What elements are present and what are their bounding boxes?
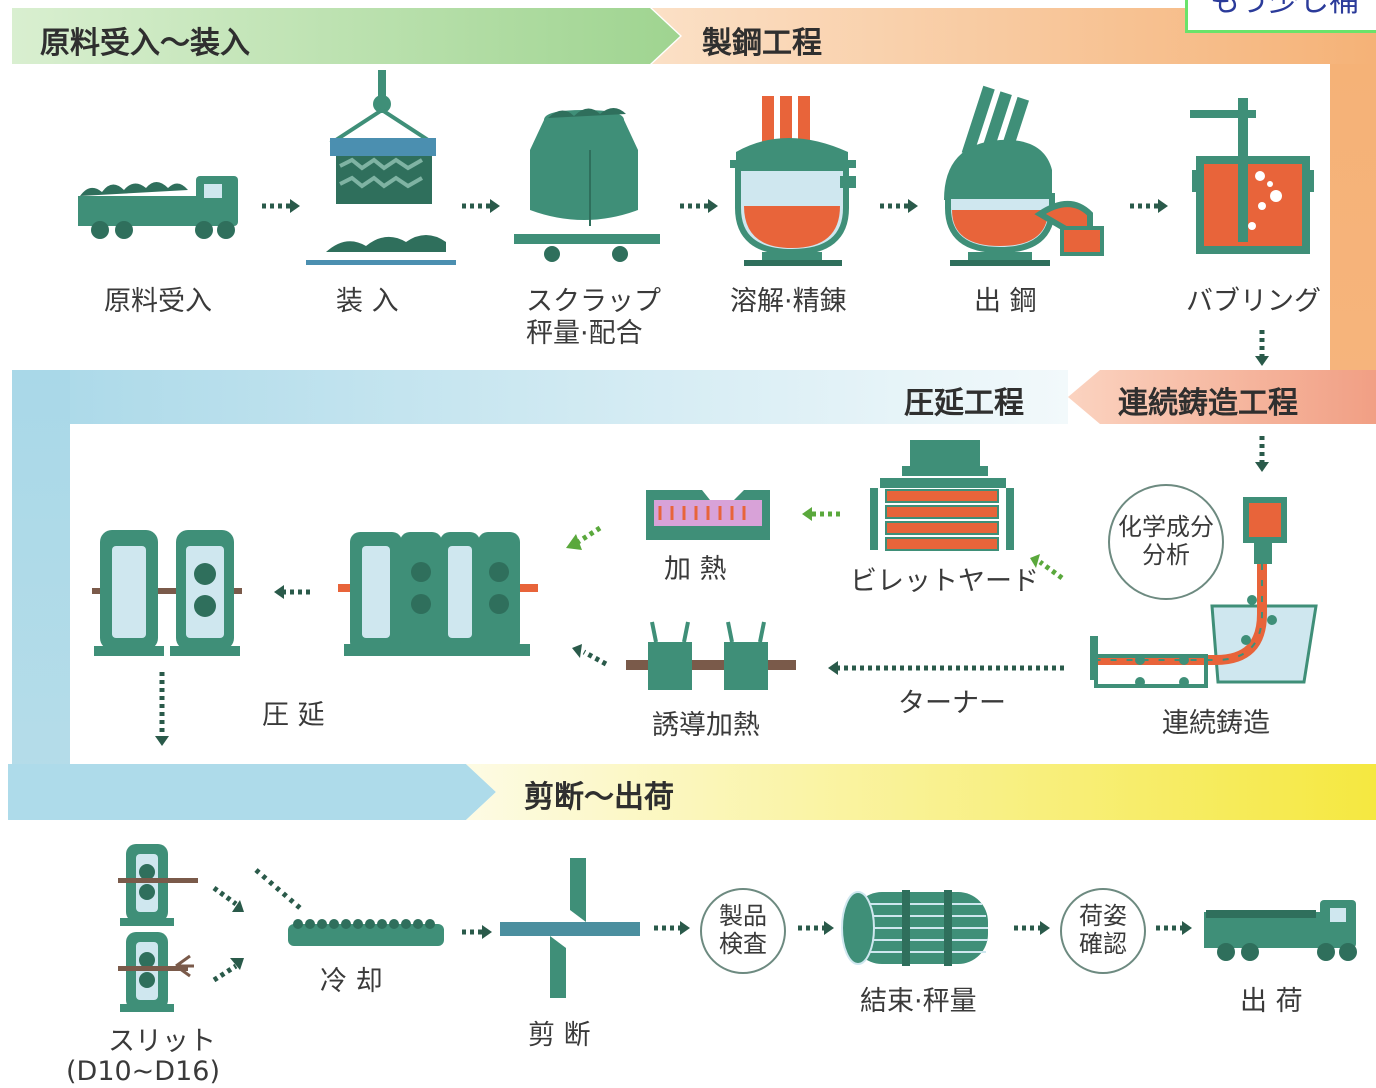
corner-note: もう少し補 bbox=[1185, 0, 1376, 33]
label-shipping: 出 荷 bbox=[1240, 986, 1303, 1017]
label-scrap-weighing-2: 秤量·配合 bbox=[526, 318, 643, 349]
label-billet-yard: ビレットヤード bbox=[850, 566, 1039, 597]
label-chemical-analysis-1: 化学成分 bbox=[1118, 513, 1214, 542]
label-continuous-casting: 連続鋳造 bbox=[1162, 708, 1270, 739]
corner-note-text: もう少し補 bbox=[1210, 0, 1360, 19]
label-tapping: 出 鋼 bbox=[974, 286, 1037, 317]
label-product-inspection-2: 検査 bbox=[719, 930, 767, 958]
label-shearing: 剪 断 bbox=[528, 1020, 591, 1051]
label-slit-2: (D10~D16) bbox=[66, 1056, 220, 1087]
label-slit-1: スリット bbox=[108, 1026, 216, 1057]
label-chemical-analysis-2: 分析 bbox=[1142, 541, 1190, 569]
label-bundling-weighing: 結束·秤量 bbox=[860, 986, 977, 1017]
product-inspection-circle: 製品検査 bbox=[700, 888, 786, 974]
label-induction-heating: 誘導加熱 bbox=[652, 710, 760, 741]
band-rolling: 圧延工程 bbox=[904, 386, 1024, 421]
label-rolling: 圧 延 bbox=[262, 700, 325, 731]
label-cooling: 冷 却 bbox=[320, 966, 383, 997]
label-heating: 加 熱 bbox=[664, 554, 727, 585]
label-product-inspection-1: 製品 bbox=[719, 902, 767, 931]
band-cutting-to-shipping: 剪断～出荷 bbox=[524, 780, 674, 815]
label-packing-check-1: 荷姿 bbox=[1079, 902, 1127, 931]
band-steelmaking: 製鋼工程 bbox=[702, 26, 822, 61]
label-raw-receiving: 原料受入 bbox=[104, 286, 212, 317]
label-bubbling: バブリング bbox=[1186, 286, 1321, 317]
packing-check-circle: 荷姿確認 bbox=[1060, 888, 1146, 974]
label-turner: ターナー bbox=[898, 688, 1006, 719]
band-continuous-casting: 連続鋳造工程 bbox=[1118, 386, 1298, 421]
label-melting-refining: 溶解·精錬 bbox=[730, 286, 847, 317]
label-charging: 装 入 bbox=[336, 286, 399, 317]
band-raw-to-charge: 原料受入～装入 bbox=[40, 26, 250, 61]
chemical-analysis-circle: 化学成分分析 bbox=[1108, 484, 1224, 600]
label-scrap-weighing-1: スクラップ bbox=[526, 286, 661, 317]
label-packing-check-2: 確認 bbox=[1079, 930, 1127, 958]
